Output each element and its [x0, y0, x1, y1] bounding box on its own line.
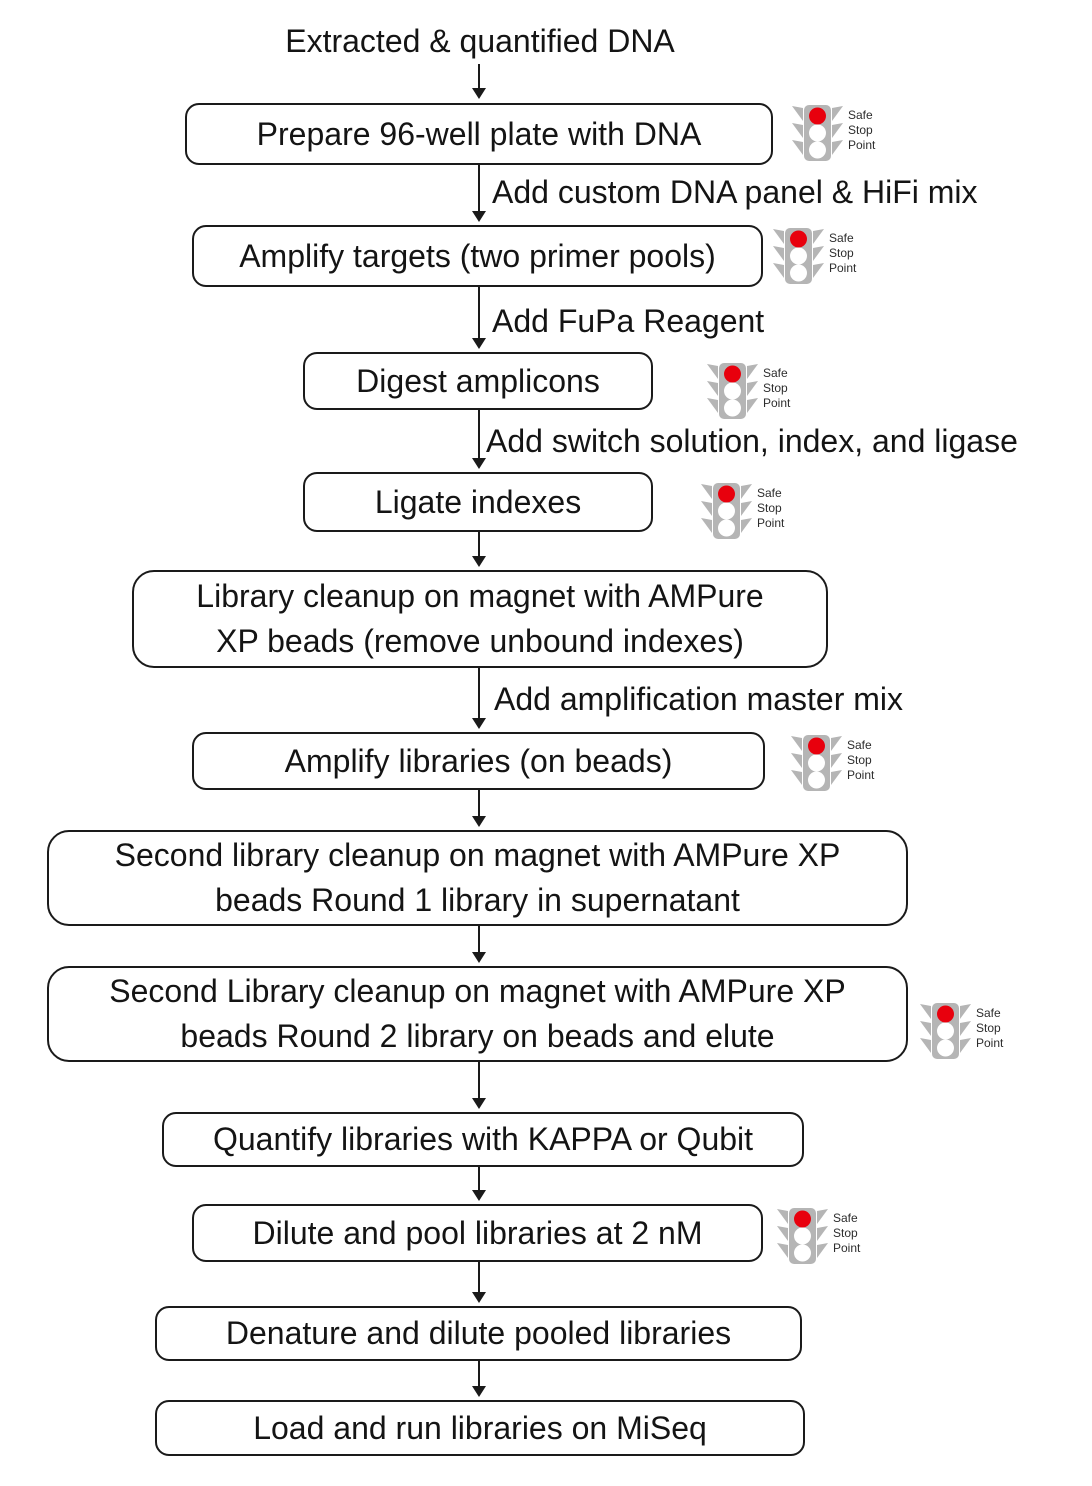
safe-label: Safe: [757, 486, 782, 500]
flow-arrowhead: [472, 1190, 486, 1201]
node-label: Denature and dilute pooled libraries: [225, 1315, 732, 1351]
node-amplify-targets: Amplify targets (two primer pools): [192, 225, 763, 287]
stop-label: Stop: [829, 246, 854, 260]
node-label: Digest amplicons: [356, 362, 600, 399]
point-label: Point: [833, 1241, 861, 1255]
node-label: Library cleanup on magnet with AMPure XP…: [196, 578, 764, 659]
node-second-cleanup-round2: Second Library cleanup on magnet with AM…: [47, 966, 908, 1062]
point-label: Point: [757, 516, 785, 530]
flow-arrowhead: [472, 338, 486, 349]
point-label: Point: [847, 768, 875, 782]
stop-label: Stop: [976, 1021, 1001, 1035]
flow-arrowhead: [472, 211, 486, 222]
point-label: Point: [848, 138, 876, 152]
edge-label-add-panel-hifi-mix: Add custom DNA panel & HiFi mix: [492, 174, 978, 210]
node-prepare-plate: Prepare 96-well plate with DNA: [185, 103, 773, 165]
node-label: Second library cleanup on magnet with AM…: [114, 837, 841, 918]
node-label: Load and run libraries on MiSeq: [253, 1409, 707, 1446]
node-digest-amplicons: Digest amplicons: [303, 352, 653, 410]
node-label: Dilute and pool libraries at 2 nM: [252, 1214, 703, 1251]
node-label: Prepare 96-well plate with DNA: [256, 115, 702, 152]
edge-label-add-fupa-reagent: Add FuPa Reagent: [492, 303, 765, 339]
edge-label-add-master-mix: Add amplification master mix: [494, 681, 904, 717]
start-node-label: Extracted & quantified DNA: [285, 23, 675, 59]
flow-arrow-line: [478, 287, 480, 340]
flow-arrow-line: [478, 790, 480, 818]
flow-arrow-line: [478, 668, 480, 720]
flow-arrowhead: [472, 88, 486, 99]
flow-arrow-line: [478, 1167, 480, 1192]
point-label: Point: [829, 261, 857, 275]
flow-arrowhead: [472, 816, 486, 827]
node-label: Amplify targets (two primer pools): [239, 237, 716, 274]
node-quantify-libraries: Quantify libraries with KAPPA or Qubit: [162, 1112, 804, 1167]
node-ligate-indexes: Ligate indexes: [303, 472, 653, 532]
flow-arrow-line: [478, 1262, 480, 1294]
node-label: Ligate indexes: [374, 483, 582, 520]
safe-label: Safe: [833, 1211, 858, 1225]
flow-arrowhead: [472, 718, 486, 729]
flow-arrow-line: [478, 64, 480, 91]
flow-arrowhead: [472, 1386, 486, 1397]
safe-label: Safe: [829, 231, 854, 245]
flow-arrowhead: [472, 458, 486, 469]
safe-label: Safe: [848, 108, 873, 122]
traffic-light-icon: Safe Stop Point: [701, 483, 785, 539]
node-load-run-miseq: Load and run libraries on MiSeq: [155, 1400, 805, 1456]
node-denature-dilute: Denature and dilute pooled libraries: [155, 1306, 802, 1361]
flow-arrowhead: [472, 1292, 486, 1303]
flow-arrowhead: [472, 952, 486, 963]
flow-arrow-line: [478, 410, 480, 460]
stop-label: Stop: [833, 1226, 858, 1240]
traffic-light-icon: Safe Stop Point: [792, 105, 876, 161]
stop-label: Stop: [763, 381, 788, 395]
point-label: Point: [976, 1036, 1004, 1050]
flow-arrowhead: [472, 556, 486, 567]
safe-label: Safe: [976, 1006, 1001, 1020]
traffic-light-icon: Safe Stop Point: [707, 363, 791, 419]
node-amplify-libraries: Amplify libraries (on beads): [192, 732, 765, 790]
stop-label: Stop: [757, 501, 782, 515]
traffic-light-icon: Safe Stop Point: [920, 1003, 1004, 1059]
node-label: Second Library cleanup on magnet with AM…: [109, 973, 846, 1054]
traffic-light-icon: Safe Stop Point: [777, 1208, 861, 1264]
flow-arrow-line: [478, 165, 480, 213]
stop-label: Stop: [848, 123, 873, 137]
safe-label: Safe: [847, 738, 872, 752]
flow-arrow-line: [478, 1062, 480, 1100]
node-label: Amplify libraries (on beads): [284, 742, 673, 779]
node-dilute-pool-libraries: Dilute and pool libraries at 2 nM: [192, 1204, 763, 1262]
node-label: Quantify libraries with KAPPA or Qubit: [212, 1121, 754, 1157]
flow-arrow-line: [478, 532, 480, 558]
point-label: Point: [763, 396, 791, 410]
node-library-cleanup: Library cleanup on magnet with AMPure XP…: [132, 570, 828, 668]
traffic-light-icon: Safe Stop Point: [791, 735, 875, 791]
traffic-light-icon: Safe Stop Point: [773, 228, 857, 284]
stop-label: Stop: [847, 753, 872, 767]
flow-arrow-line: [478, 926, 480, 954]
edge-label-add-switch-solution: Add switch solution, index, and ligase: [486, 423, 1018, 459]
flow-arrow-line: [478, 1361, 480, 1388]
node-second-cleanup-round1: Second library cleanup on magnet with AM…: [47, 830, 908, 926]
flow-arrowhead: [472, 1098, 486, 1109]
safe-label: Safe: [763, 366, 788, 380]
